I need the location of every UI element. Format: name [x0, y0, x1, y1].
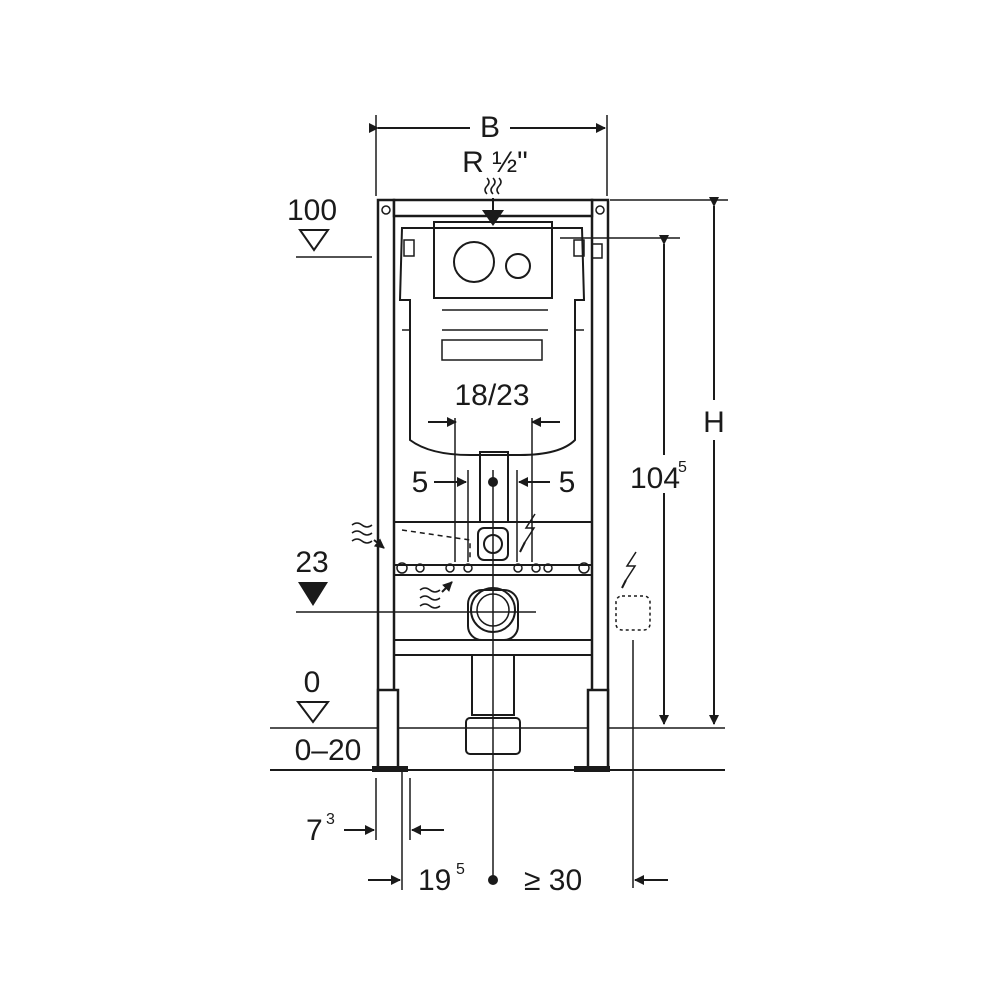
drain-spacing-label: 18/23 — [454, 379, 529, 412]
water-supply-icon — [482, 177, 504, 226]
floor-level-icon — [296, 701, 330, 724]
waste-water-icon — [419, 581, 453, 609]
foot-depth-label: 7 — [306, 814, 323, 847]
right-offset-label: 5 — [559, 466, 576, 499]
drain-distance-sup: 5 — [456, 861, 465, 878]
floor-level-label: 0 — [304, 666, 321, 699]
socket-icon — [615, 551, 651, 888]
foot-depth-sup: 3 — [326, 811, 335, 828]
electric-icon — [519, 513, 536, 553]
level-top-icon — [298, 229, 330, 252]
floor-range-label: 0–20 — [295, 734, 362, 767]
cold-water-icon — [351, 522, 385, 549]
frame-height-label: 104 — [630, 462, 680, 495]
drain-level-icon — [298, 582, 328, 606]
centre-point-bottom — [488, 875, 498, 885]
height-label: H — [703, 406, 725, 439]
frame-height-sup: 5 — [678, 459, 687, 476]
min-clearance-label: ≥ 30 — [524, 864, 582, 897]
width-label: B — [480, 111, 500, 144]
level-top-label: 100 — [287, 194, 337, 227]
drain-distance-label: 19 — [418, 864, 451, 897]
left-offset-label: 5 — [412, 466, 429, 499]
drain-level-label: 23 — [295, 546, 328, 579]
connection-label: R ½" — [462, 146, 528, 179]
centre-point — [488, 477, 498, 487]
